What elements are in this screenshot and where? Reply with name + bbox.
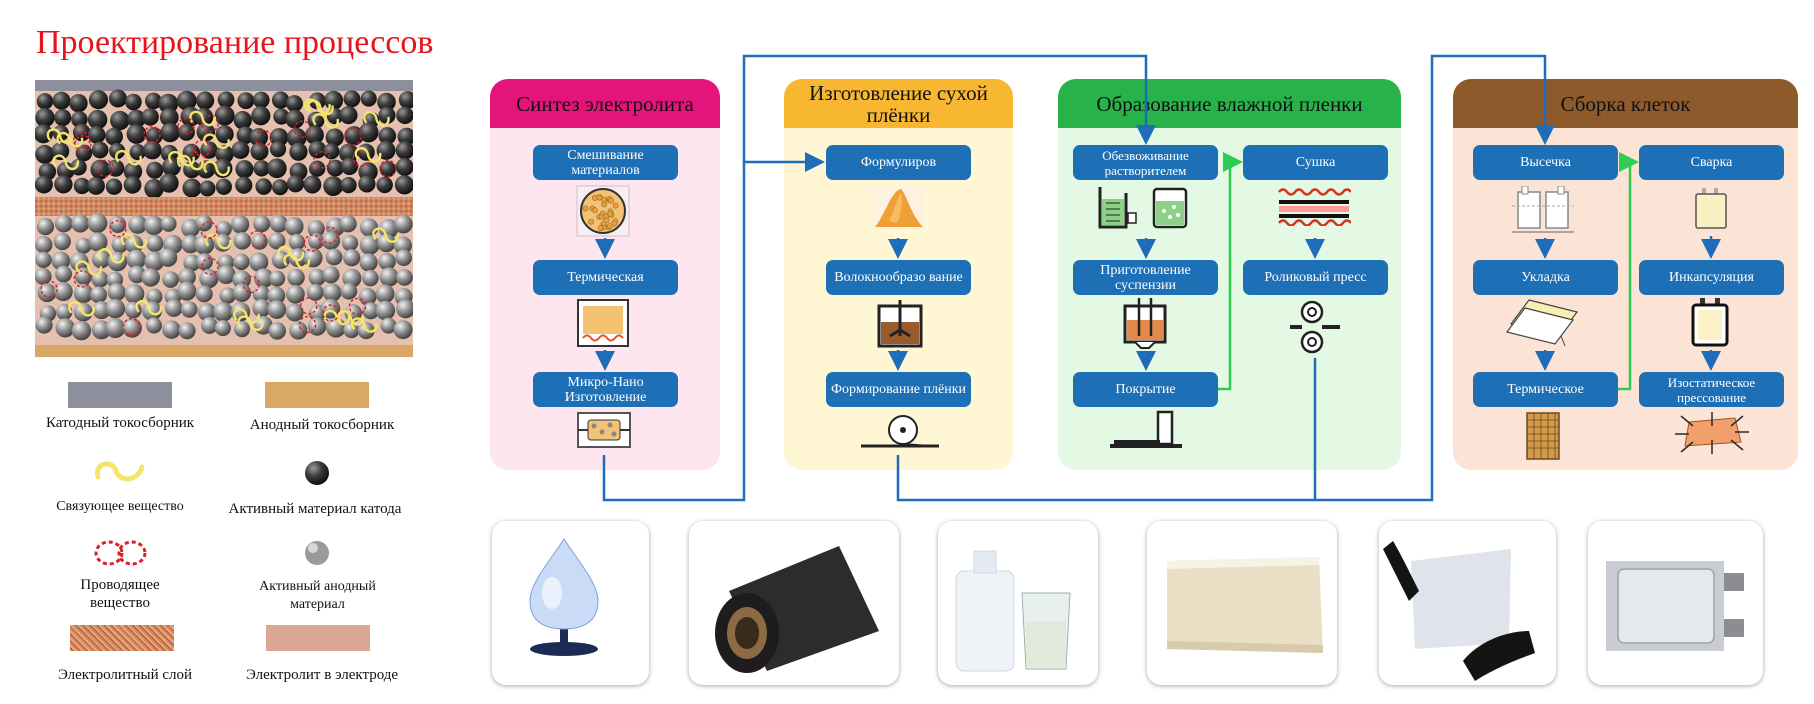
isostatic-press-icon bbox=[1675, 412, 1749, 454]
step-stacking: Укладка bbox=[1473, 260, 1618, 295]
step-isostatic-pressing: Изостатическое прессование bbox=[1639, 372, 1784, 407]
ball-mill-jar-icon bbox=[576, 185, 630, 237]
cathode-collector-bar bbox=[35, 80, 413, 91]
panel-electrolyte-synthesis-title: Синтез электролита bbox=[490, 79, 720, 128]
electrolyte-powder-photo bbox=[492, 521, 649, 685]
film-roll-icon bbox=[861, 415, 939, 448]
roller-press-icon bbox=[1290, 300, 1340, 354]
cell-cross-section-diagram bbox=[35, 80, 413, 357]
panel-wet-film-title: Образование влажной пленки bbox=[1058, 79, 1401, 128]
slurry-mixer-icon bbox=[1123, 298, 1167, 349]
cathode-active-material-icon bbox=[305, 461, 329, 485]
electrolyte-layer-swatch bbox=[70, 625, 174, 651]
electrolyte-layer-band bbox=[35, 197, 413, 216]
step-roller-press: Роликовый пресс bbox=[1243, 260, 1388, 295]
anode-active-material-icon bbox=[305, 541, 329, 565]
legend-anode-collector: Анодный токосборник bbox=[249, 417, 395, 433]
doctor-blade-icon bbox=[1110, 410, 1182, 448]
panel-dry-film-title: Изготовление сухой плёнки bbox=[784, 79, 1013, 128]
drying-oven-icon bbox=[1278, 188, 1351, 226]
legend-electrolyte-in-electrode: Электролит в электроде bbox=[245, 667, 399, 683]
die-cut-electrodes-icon bbox=[1512, 186, 1574, 233]
step-film-forming: Формирование плёнки bbox=[826, 372, 971, 407]
legend-electrolyte-layer: Электролитный слой bbox=[57, 667, 193, 683]
powder-pile-icon bbox=[871, 185, 925, 229]
nano-reactor-icon bbox=[577, 412, 631, 448]
step-welding: Сварка bbox=[1639, 145, 1784, 180]
beakers-icon bbox=[1098, 187, 1137, 229]
anode-collector-bar bbox=[35, 345, 413, 357]
step-micro-nano: Микро-Нано Изготовление bbox=[533, 372, 678, 407]
step-slurry-preparation: Приготовление суспензии bbox=[1073, 260, 1218, 295]
step-encapsulation: Инкапсуляция bbox=[1639, 260, 1784, 295]
pouch-cell-photo bbox=[1588, 521, 1763, 685]
step-die-cutting: Высечка bbox=[1473, 145, 1618, 180]
step-coating: Покрытие bbox=[1073, 372, 1218, 407]
anode-collector-swatch bbox=[265, 382, 369, 408]
cathode-particles bbox=[35, 89, 413, 199]
conductive-agent-icon bbox=[94, 540, 147, 566]
legend-binder: Связующее вещество bbox=[56, 499, 184, 514]
legend-cathode-active: Активный материал катода bbox=[228, 501, 402, 517]
step-solvent-dehydration: Обезвоживание растворителем bbox=[1073, 145, 1218, 180]
pouch-encapsulation-icon bbox=[1691, 298, 1729, 347]
gloved-film-photo bbox=[1379, 521, 1556, 685]
step-formulation: Формулиров bbox=[826, 145, 971, 180]
fibrillation-mixer-icon bbox=[877, 300, 923, 348]
heating-furnace-icon bbox=[577, 299, 629, 347]
electrode-stack-icon bbox=[1505, 299, 1579, 347]
solvent-bottle-photo bbox=[938, 521, 1098, 685]
welded-tab-cell-icon bbox=[1695, 188, 1727, 229]
heat-press-icon bbox=[1526, 412, 1560, 460]
cathode-collector-swatch bbox=[68, 382, 172, 408]
wet-film-sheet-photo bbox=[1147, 521, 1337, 685]
legend-anode-active: Активный анодный материал bbox=[259, 579, 376, 612]
electrolyte-in-electrode-swatch bbox=[266, 625, 370, 651]
step-fibrillation: Волокнообразо вание bbox=[826, 260, 971, 295]
legend-cathode-collector: Катодный токосборник bbox=[45, 415, 195, 431]
page-title: Проектирование процессов bbox=[36, 24, 434, 61]
step-mixing-materials: Смешивание материалов bbox=[533, 145, 678, 180]
binder-icon bbox=[94, 461, 145, 482]
anode-particles bbox=[35, 213, 413, 341]
panel-cell-assembly-title: Сборка клеток bbox=[1453, 79, 1798, 128]
step-thermal-treatment: Термическое bbox=[1473, 372, 1618, 407]
solvent-tank-icon bbox=[1152, 187, 1188, 229]
dry-film-roll-photo bbox=[689, 521, 899, 685]
legend-conductive: Проводящее вещество bbox=[80, 577, 160, 611]
step-drying: Сушка bbox=[1243, 145, 1388, 180]
step-thermal: Термическая bbox=[533, 260, 678, 295]
